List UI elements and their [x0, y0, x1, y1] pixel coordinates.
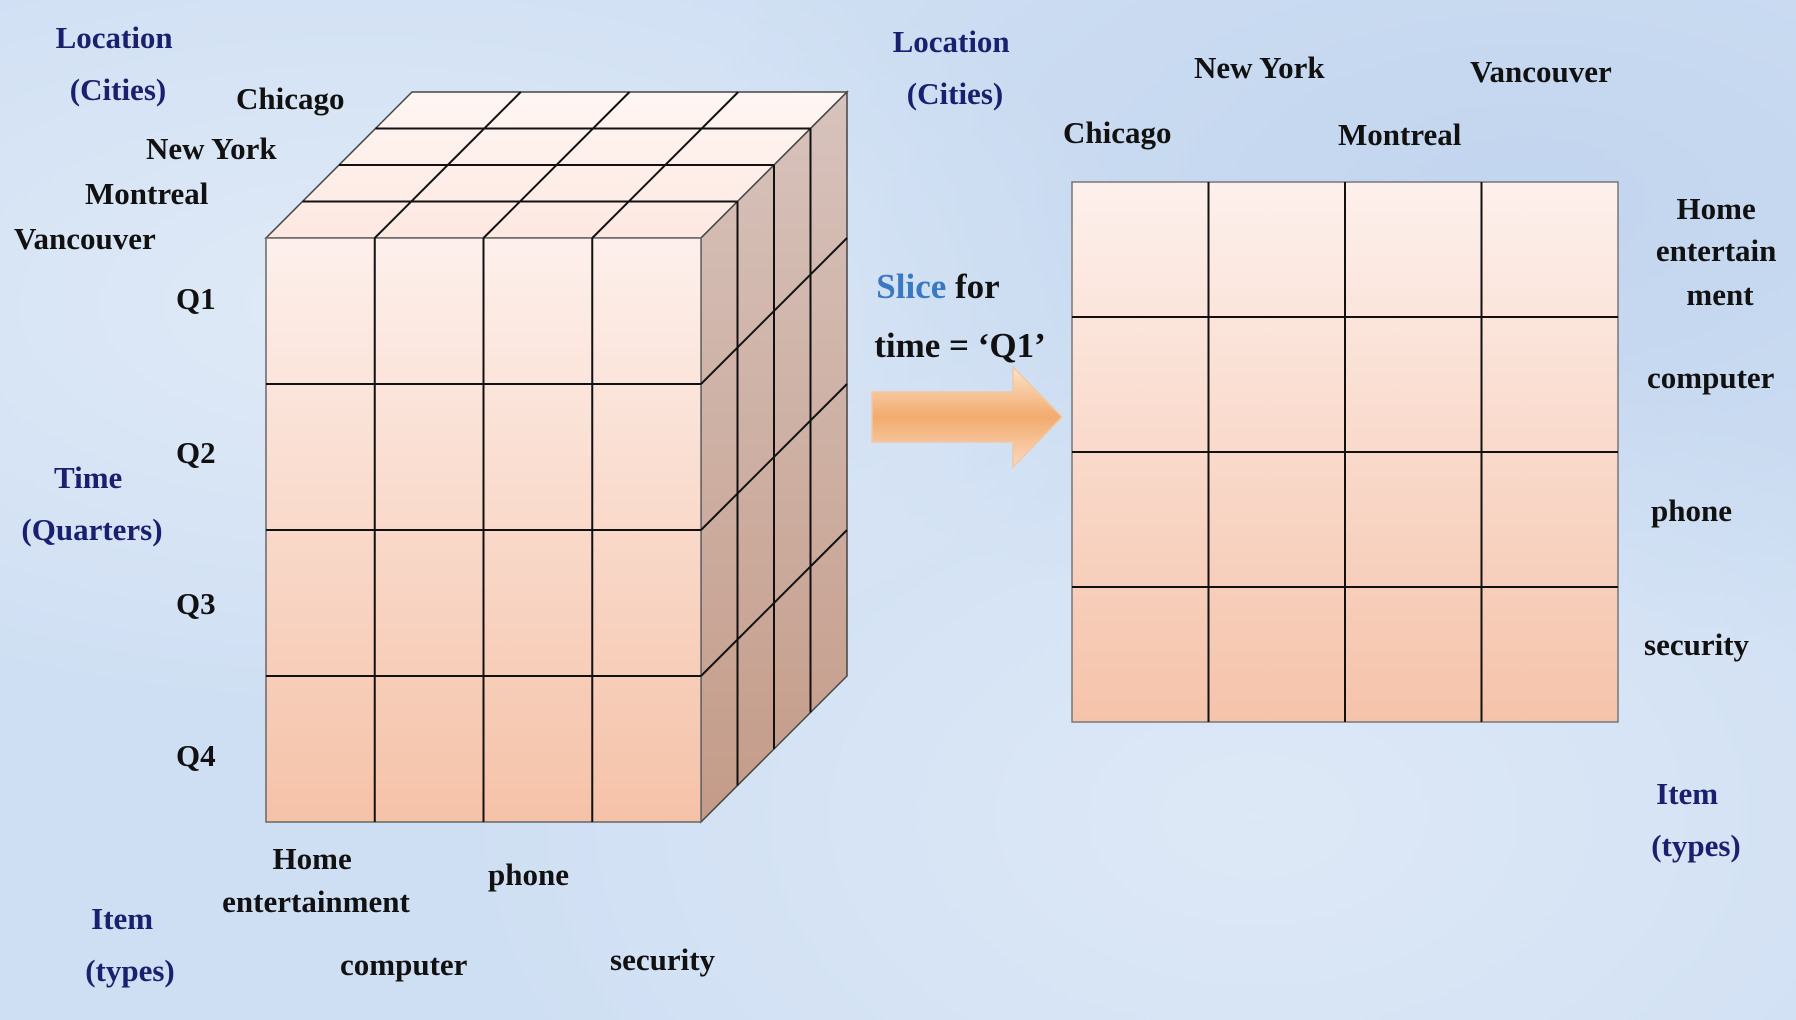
slice-item-title: Item (types) [1651, 776, 1741, 863]
data-cube [264, 90, 849, 824]
cube-item-phone: phone [488, 857, 569, 892]
slice-grid [1071, 181, 1619, 723]
slice-item-home-entertainment: Home entertain ment [1656, 191, 1784, 312]
cube-side-recede-line [700, 383, 848, 531]
slice-item-phone: phone [1651, 493, 1732, 528]
slice-keyword: Slice [876, 267, 946, 306]
cube-item-home-entertainment: Home entertainment [222, 841, 410, 919]
cube-item-security: security [610, 942, 716, 977]
cube-side-recede-line [700, 529, 848, 677]
slice-for-word: for [946, 267, 999, 306]
cube-city-montreal: Montreal [85, 176, 209, 211]
slice-location-title: Location (Cities) [893, 24, 1018, 111]
slice-condition: time = ‘Q1’ [874, 326, 1046, 365]
slice-city-montreal: Montreal [1338, 117, 1462, 152]
cube-item-computer: computer [340, 947, 468, 982]
cube-city-new-york: New York [146, 131, 277, 166]
slice-item-security: security [1644, 627, 1750, 662]
slice-city-vancouver: Vancouver [1470, 54, 1612, 89]
slice-arrow [871, 365, 1064, 469]
slice-grid-lines [1072, 182, 1618, 722]
cube-quarter-q4: Q4 [176, 738, 216, 773]
cube-top-recede-line [482, 91, 631, 239]
cube-quarter-q3: Q3 [176, 586, 216, 621]
cube-top-recede-line [591, 91, 739, 239]
cube-quarter-q2: Q2 [176, 435, 216, 470]
cube-city-vancouver: Vancouver [14, 221, 156, 256]
cube-quarter-q1: Q1 [176, 281, 216, 316]
cube-side-recede-line [700, 237, 848, 385]
cube-top-recede-line [374, 91, 522, 239]
slice-city-new-york: New York [1194, 50, 1325, 85]
cube-location-title: Location (Cities) [56, 20, 181, 107]
cube-time-title: Time (Quarters) [21, 460, 162, 547]
cube-city-chicago: Chicago [236, 81, 345, 116]
cube-item-title: Item (types) [85, 901, 175, 988]
slice-caption-line1: Slice for [876, 267, 999, 306]
slice-item-computer: computer [1647, 360, 1775, 395]
cube-grid-lines [266, 91, 848, 822]
slice-city-chicago: Chicago [1063, 115, 1172, 150]
